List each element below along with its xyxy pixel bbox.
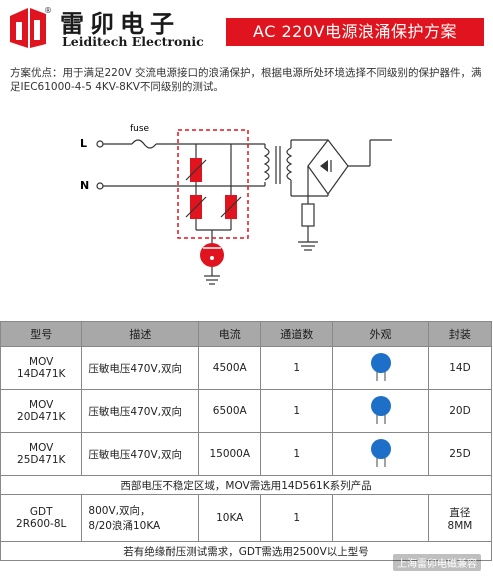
note-insulation: 若有绝缘耐压测试需求，GDT需选用2500V以上型号 — [0, 541, 492, 561]
col-desc: 描述 — [81, 321, 200, 347]
table-row: MOV 14D471K 压敏电压470V,双向 4500A 1 14D — [0, 346, 493, 390]
mov-diagonals — [185, 159, 242, 218]
cell-channels: 1 — [260, 389, 334, 433]
gdt-symbol — [200, 243, 224, 267]
table-row: MOV 20D471K 压敏电压470V,双向 6500A 1 20D — [0, 389, 493, 433]
col-package: 封装 — [427, 321, 493, 347]
cell-package: 25D — [427, 432, 493, 476]
cell-package: 20D — [427, 389, 493, 433]
cell-package: 直径 8MM — [427, 494, 493, 542]
wiring — [96, 139, 392, 285]
cell-model: GDT 2R600-8L — [0, 494, 83, 542]
cell-desc: 800V,双向， 8/20浪涌10KA — [81, 494, 200, 542]
header: ® 雷卯电子 Leiditech Electronic AC 220V电源浪涌保… — [0, 0, 493, 60]
cell-current: 6500A — [198, 389, 262, 433]
brand-en-name: Leiditech Electronic — [62, 34, 204, 49]
cell-channels: 1 — [260, 432, 334, 476]
col-current: 电流 — [198, 321, 262, 347]
page-title: AC 220V电源浪涌保护方案 — [226, 18, 484, 46]
cell-desc: 压敏电压470V,双向 — [81, 432, 200, 476]
registered-mark: ® — [44, 6, 52, 15]
solution-description: 方案优点：用于满足220V 交流电源接口的浪涌保护，根据电源所处环境选择不同级别… — [10, 67, 482, 93]
cell-appearance — [332, 494, 429, 542]
cell-current: 10KA — [198, 494, 262, 542]
col-model: 型号 — [0, 321, 83, 347]
cell-channels: 1 — [260, 494, 334, 542]
varistor-25d-icon — [370, 438, 391, 467]
cell-current: 4500A — [198, 346, 262, 390]
cell-appearance — [332, 389, 429, 433]
col-appearance: 外观 — [332, 321, 429, 347]
cell-appearance — [332, 432, 429, 476]
col-channels: 通道数 — [260, 321, 334, 347]
fuse-label: fuse — [130, 124, 150, 134]
table-row: MOV 25D471K 压敏电压470V,双向 15000A 1 25D — [0, 432, 493, 476]
brand-cn-name: 雷卯电子 — [60, 9, 180, 38]
table-row: GDT 2R600-8L 800V,双向， 8/20浪涌10KA 10KA 1 … — [0, 494, 493, 542]
cell-model: MOV 20D471K — [0, 389, 83, 433]
cell-appearance — [332, 346, 429, 390]
cell-desc: 压敏电压470V,双向 — [81, 346, 200, 390]
note-west-region: 西部电压不稳定区域，MOV需选用14D561K系列产品 — [0, 475, 492, 495]
cell-current: 15000A — [198, 432, 262, 476]
diode-icon — [320, 160, 328, 172]
varistor-14d-icon — [370, 352, 391, 381]
table-header-row: 型号 描述 电流 通道数 外观 封装 — [0, 321, 493, 347]
varistor-20d-icon — [370, 395, 391, 424]
cell-desc: 压敏电压470V,双向 — [81, 389, 200, 433]
circuit-diagram: L N fuse — [80, 124, 392, 285]
mov-symbols — [190, 158, 237, 219]
line-label-L: L — [80, 137, 87, 150]
watermark: 上海雷卯电磁兼容 — [393, 554, 481, 571]
protection-zone-box — [177, 129, 249, 239]
line-label-N: N — [80, 179, 89, 192]
cell-model: MOV 14D471K — [0, 346, 83, 390]
leiditech-logo-icon — [10, 8, 46, 48]
table-note-row: 西部电压不稳定区域，MOV需选用14D561K系列产品 — [0, 475, 492, 495]
cell-model: MOV 25D471K — [0, 432, 83, 476]
cell-package: 14D — [427, 346, 493, 390]
cell-channels: 1 — [260, 346, 334, 390]
spec-table: 型号 描述 电流 通道数 外观 封装 MOV 14D471K 压敏电压470V,… — [0, 321, 493, 561]
table-note-row: 若有绝缘耐压测试需求，GDT需选用2500V以上型号 — [0, 541, 492, 561]
